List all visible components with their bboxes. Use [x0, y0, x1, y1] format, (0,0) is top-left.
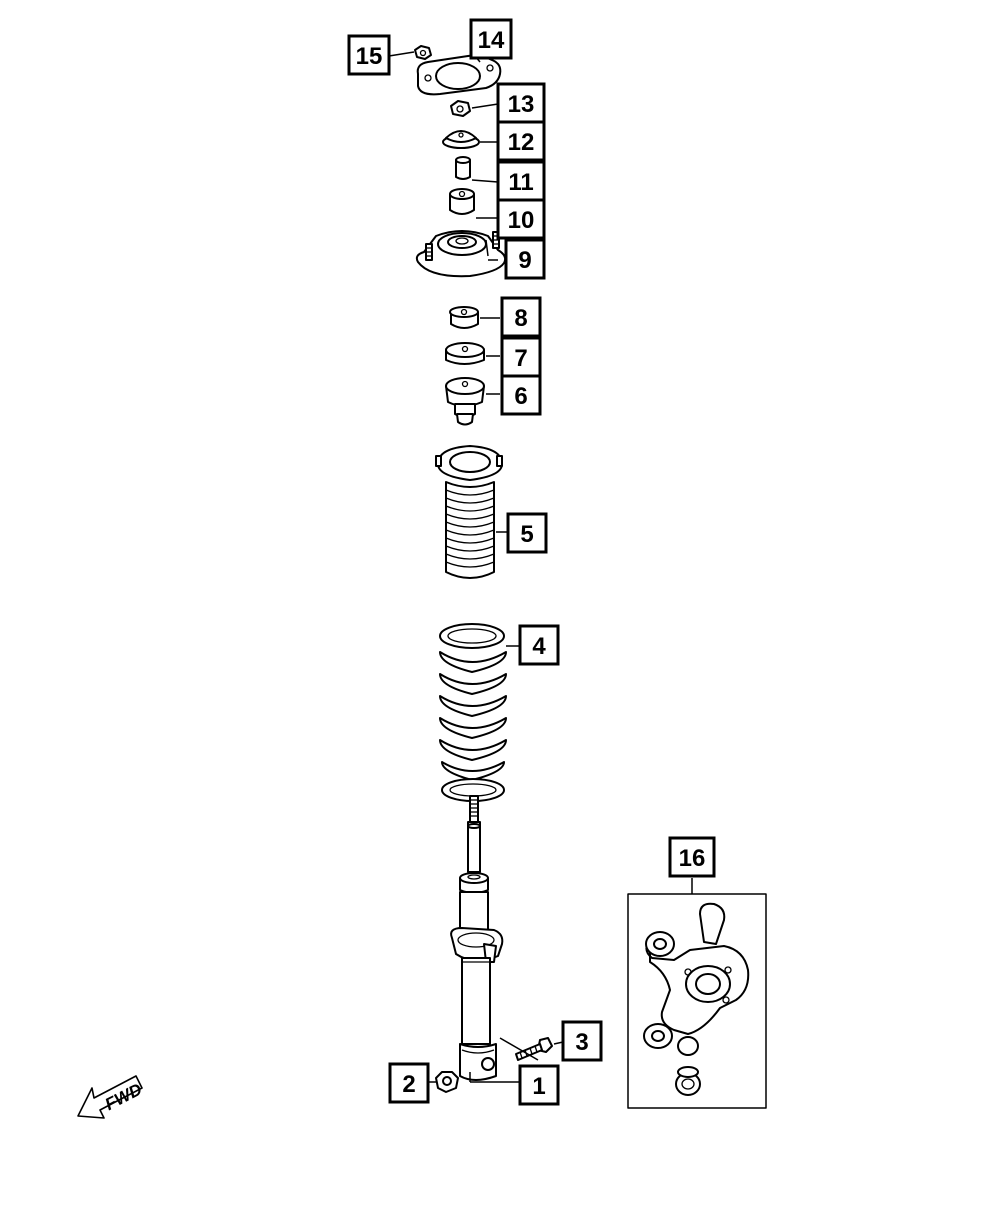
- callout-11-label: 11: [508, 169, 533, 196]
- part-15-nut: [414, 45, 432, 60]
- callout-4: 4: [518, 624, 560, 666]
- callout-3-label: 3: [575, 1029, 588, 1056]
- callout-14-label: 14: [478, 27, 505, 54]
- callout-9: 9: [504, 238, 546, 280]
- callout-3: 3: [561, 1020, 603, 1062]
- part-3-bolt: [515, 1037, 553, 1061]
- part-13-nut: [450, 100, 471, 117]
- part-12-retainer: [442, 130, 480, 149]
- part-9-strut-mount: [415, 230, 507, 278]
- callout-9-label: 9: [518, 247, 531, 274]
- callout-13-label: 13: [508, 91, 535, 118]
- callout-12: 12: [496, 120, 546, 162]
- callout-13: 13: [496, 82, 546, 124]
- callout-16: 16: [668, 836, 716, 878]
- callout-15: 15: [347, 34, 391, 76]
- callout-7-label: 7: [514, 345, 527, 372]
- callout-14: 14: [469, 18, 513, 60]
- callout-10: 10: [496, 198, 546, 240]
- part-1-shock-absorber: [450, 795, 504, 1081]
- callout-1-label: 1: [532, 1073, 545, 1100]
- callout-8: 8: [500, 296, 542, 338]
- callout-4-label: 4: [532, 633, 546, 660]
- callout-6-label: 6: [514, 383, 527, 410]
- callout-2: 2: [388, 1062, 430, 1104]
- callout-5-label: 5: [520, 521, 533, 548]
- leader-lines: [388, 51, 693, 1083]
- part-5-dust-boot: [435, 445, 503, 579]
- part-6-jounce-bumper: [445, 377, 485, 426]
- callout-15-label: 15: [356, 43, 383, 70]
- callout-11: 11: [496, 160, 546, 202]
- part-4-coil-spring: [439, 623, 507, 802]
- callout-8-label: 8: [514, 305, 527, 332]
- part-7-spring-seat: [445, 342, 485, 365]
- callout-6: 6: [500, 374, 542, 416]
- part-11-sleeve: [455, 156, 471, 180]
- fwd-direction-arrow: FWD: [77, 1075, 145, 1119]
- callout-12-label: 12: [508, 129, 535, 156]
- callout-5: 5: [506, 512, 548, 554]
- part-14-mount-plate: [416, 54, 502, 96]
- part-8-insulator: [449, 306, 479, 329]
- callout-7: 7: [500, 336, 542, 378]
- callout-2-label: 2: [402, 1071, 415, 1098]
- part-10-bushing: [449, 188, 475, 215]
- callout-10-label: 10: [508, 207, 535, 234]
- part-16-knuckle: [627, 893, 767, 1109]
- part-2-nut: [435, 1071, 459, 1093]
- callout-1: 1: [518, 1064, 560, 1106]
- callout-16-label: 16: [679, 845, 706, 872]
